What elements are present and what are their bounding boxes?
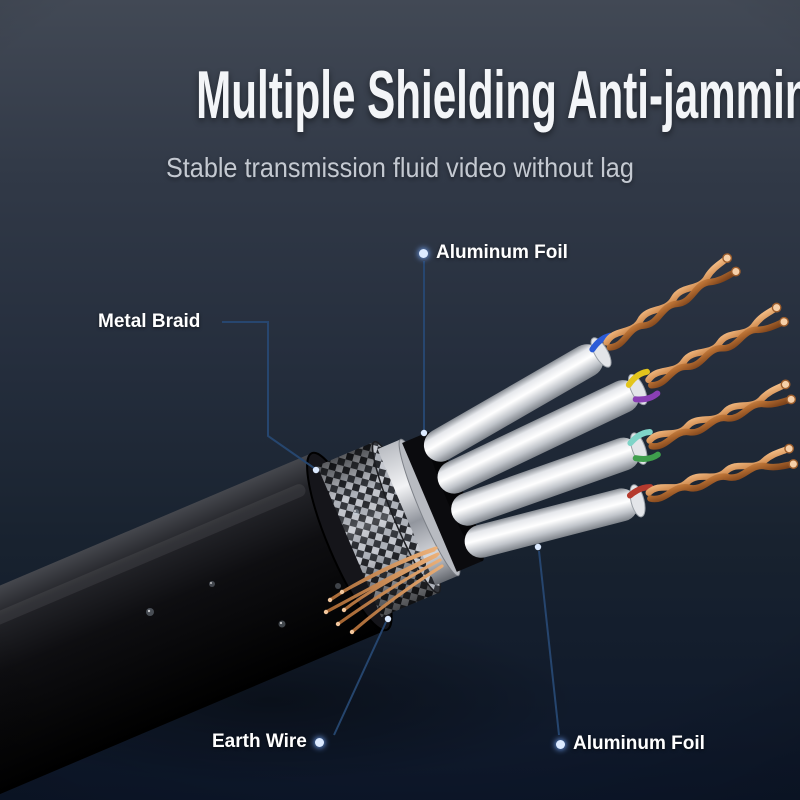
callout-dot-icon <box>314 737 324 747</box>
callout-dot-icon <box>556 739 565 749</box>
leader-metal-braid <box>222 321 315 469</box>
yellow-wire <box>625 368 650 388</box>
cable-jacket <box>0 453 387 800</box>
callout-earth-wire: Earth Wire <box>212 731 324 753</box>
jacket-highlight <box>0 484 306 698</box>
callout-dot-icon <box>419 248 428 258</box>
page-title-text: Multiple Shielding Anti-jamming <box>196 57 800 133</box>
page-title: Multiple Shielding Anti-jamming <box>0 60 800 131</box>
page-subtitle-text: Stable transmission fluid video without … <box>166 152 634 183</box>
wire-pair-tube-2 <box>437 302 794 494</box>
callout-label-aluminum-foil-bottom: Aluminum Foil <box>573 733 705 754</box>
callout-leaders <box>222 261 560 736</box>
page-subtitle: Stable transmission fluid video without … <box>0 152 800 184</box>
callout-label-metal-braid: Metal Braid <box>98 311 201 332</box>
callout-aluminum-foil-bottom: Aluminum Foil <box>556 733 705 755</box>
leader-dot-metal-braid <box>312 466 320 474</box>
leader-aluminum-foil-bottom <box>538 550 560 736</box>
leader-dot-earth-wire <box>384 615 392 623</box>
callout-aluminum-foil-top: Aluminum Foil <box>419 242 568 264</box>
leader-earth-wire <box>333 621 387 736</box>
water-droplets <box>146 509 359 628</box>
leader-dot-aluminum-foil-bottom <box>534 543 542 551</box>
callout-metal-braid: Metal Braid <box>98 311 200 333</box>
callout-label-earth-wire: Earth Wire <box>212 731 307 752</box>
purple-wire <box>632 390 661 403</box>
red-wire <box>626 484 654 499</box>
callout-label-aluminum-foil-top: Aluminum Foil <box>436 242 568 263</box>
teal-wire <box>627 428 653 447</box>
wire-pair-tube-4 <box>464 443 800 558</box>
cable <box>0 241 800 800</box>
inner-jacket-section <box>402 432 484 572</box>
earth-wire-strands <box>323 546 444 635</box>
wire-pair-tube-1 <box>423 252 750 462</box>
green-wire <box>632 451 661 462</box>
wire-pair-tube-3 <box>451 378 800 526</box>
leader-dot-aluminum-foil-top <box>420 429 428 437</box>
